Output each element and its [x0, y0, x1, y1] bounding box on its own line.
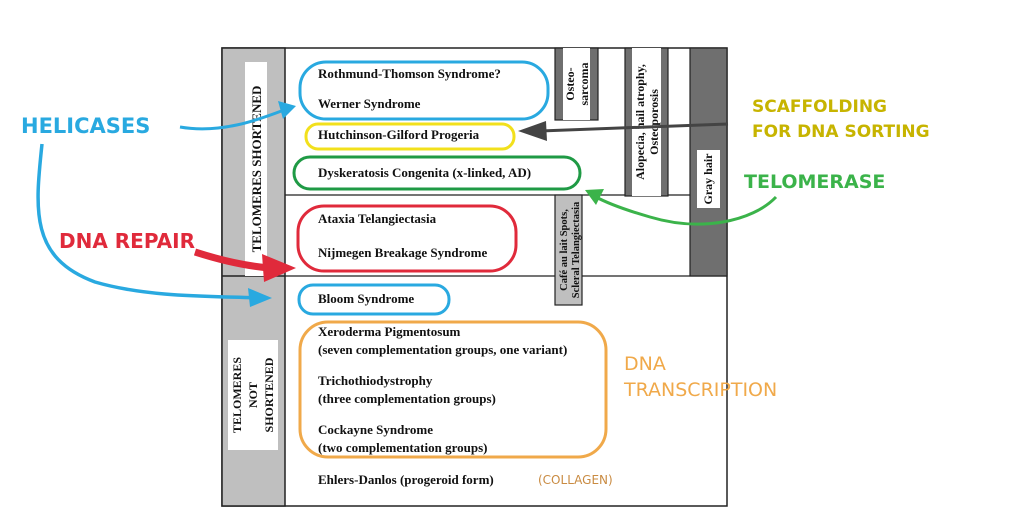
alopecia-line-2: Osteoporosis: [647, 89, 661, 155]
osteosarcoma-inner: [563, 48, 590, 120]
telomerase-arrow: [593, 194, 778, 226]
cafe-line-1: Café au lait Spots,: [559, 209, 570, 291]
cockayne-sub: (two complementation groups): [318, 440, 487, 455]
tns-line-1: TELOMERES: [230, 357, 244, 433]
dna-transcription-annotation-line-1: DNA: [624, 353, 666, 375]
dna-repair-outline: [296, 204, 518, 273]
scaffolding-annotation-line-1: SCAFFOLDING: [752, 97, 887, 117]
rothmund-thomson: Rothmund-Thomson Syndrome?: [318, 66, 501, 81]
telomeres-not-shortened-label-bg: [228, 340, 278, 450]
nijmegen-breakage: Nijmegen Breakage Syndrome: [318, 245, 487, 260]
telomerase-outline-dyskeratosis: [292, 155, 582, 191]
helicase-outline-bloom: [297, 283, 451, 316]
cafe-line-2: Scleral Telangiectasia: [571, 201, 582, 298]
dna-repair-annotation: DNA REPAIR: [59, 229, 195, 253]
ehlers-danlos: Ehlers-Danlos (progeroid form): [318, 472, 494, 487]
dna-transcription-outline: [298, 320, 608, 459]
telomeres-shortened-label: TELOMERES SHORTENED: [249, 86, 264, 253]
cafe-au-lait-label: Café au lait Spots, Scleral Telangiectas…: [559, 201, 582, 298]
dyskeratosis-congenita: Dyskeratosis Congenita (x-linked, AD): [318, 165, 531, 180]
telomerase-annotation: TELOMERASE: [744, 171, 885, 193]
osteosarcoma-line-2: sarcoma: [577, 62, 591, 105]
trichothiodystrophy: Trichothiodystrophy: [318, 373, 433, 388]
cafe-au-lait-band: [554, 194, 583, 306]
ataxia-telangiectasia: Ataxia Telangiectasia: [318, 211, 437, 226]
cockayne: Cockayne Syndrome: [318, 422, 433, 437]
bloom-syndrome: Bloom Syndrome: [318, 291, 414, 306]
scaffolding-annotation-line-2: FOR DNA SORTING: [752, 122, 930, 142]
trichothiodystrophy-sub: (three complementation groups): [318, 391, 496, 406]
outline-hutchinson: [304, 122, 516, 151]
helicase-outline-rothmund-werner: [298, 60, 550, 121]
tns-line-2: NOT: [246, 382, 260, 408]
helicase-arrow-upper-head: [278, 101, 296, 119]
hutchinson-gilford: Hutchinson-Gilford Progeria: [318, 127, 480, 142]
osteosarcoma-label: Osteo- sarcoma: [563, 62, 591, 105]
xeroderma: Xeroderma Pigmentosum: [318, 324, 461, 339]
alopecia-inner: [632, 48, 661, 196]
dna-transcription-annotation-line-2: TRANSCRIPTION: [623, 379, 777, 401]
alopecia-line-1: Alopecia, nail atrophy,: [633, 64, 647, 180]
telomeres-shortened-label-bg: [245, 62, 267, 276]
alopecia-label: Alopecia, nail atrophy, Osteoporosis: [633, 64, 661, 180]
gray-hair-label: Gray hair: [701, 153, 715, 205]
telomeres-not-shortened-label: TELOMERES NOT SHORTENED: [230, 357, 276, 433]
werner: Werner Syndrome: [318, 96, 421, 111]
dna-repair-arrow-head: [262, 254, 296, 282]
helicase-arrow-upper: [179, 108, 285, 131]
scaffolding-arrow: [539, 122, 729, 133]
helicases-annotation: HELICASES: [21, 114, 150, 138]
tns-line-3: SHORTENED: [262, 357, 276, 432]
helicase-arrow-lower-head: [248, 288, 272, 307]
telomerase-arrow-head: [585, 189, 604, 205]
gray-hair-inner: [697, 150, 720, 208]
helicase-arrow-lower: [36, 143, 263, 300]
xeroderma-sub: (seven complementation groups, one varia…: [318, 342, 567, 357]
scaffolding-arrow-head: [518, 121, 547, 141]
collagen-annotation: (COLLAGEN): [538, 473, 613, 487]
gray-hair-band: [689, 47, 728, 277]
osteosarcoma-line-1: Osteo-: [563, 67, 577, 100]
